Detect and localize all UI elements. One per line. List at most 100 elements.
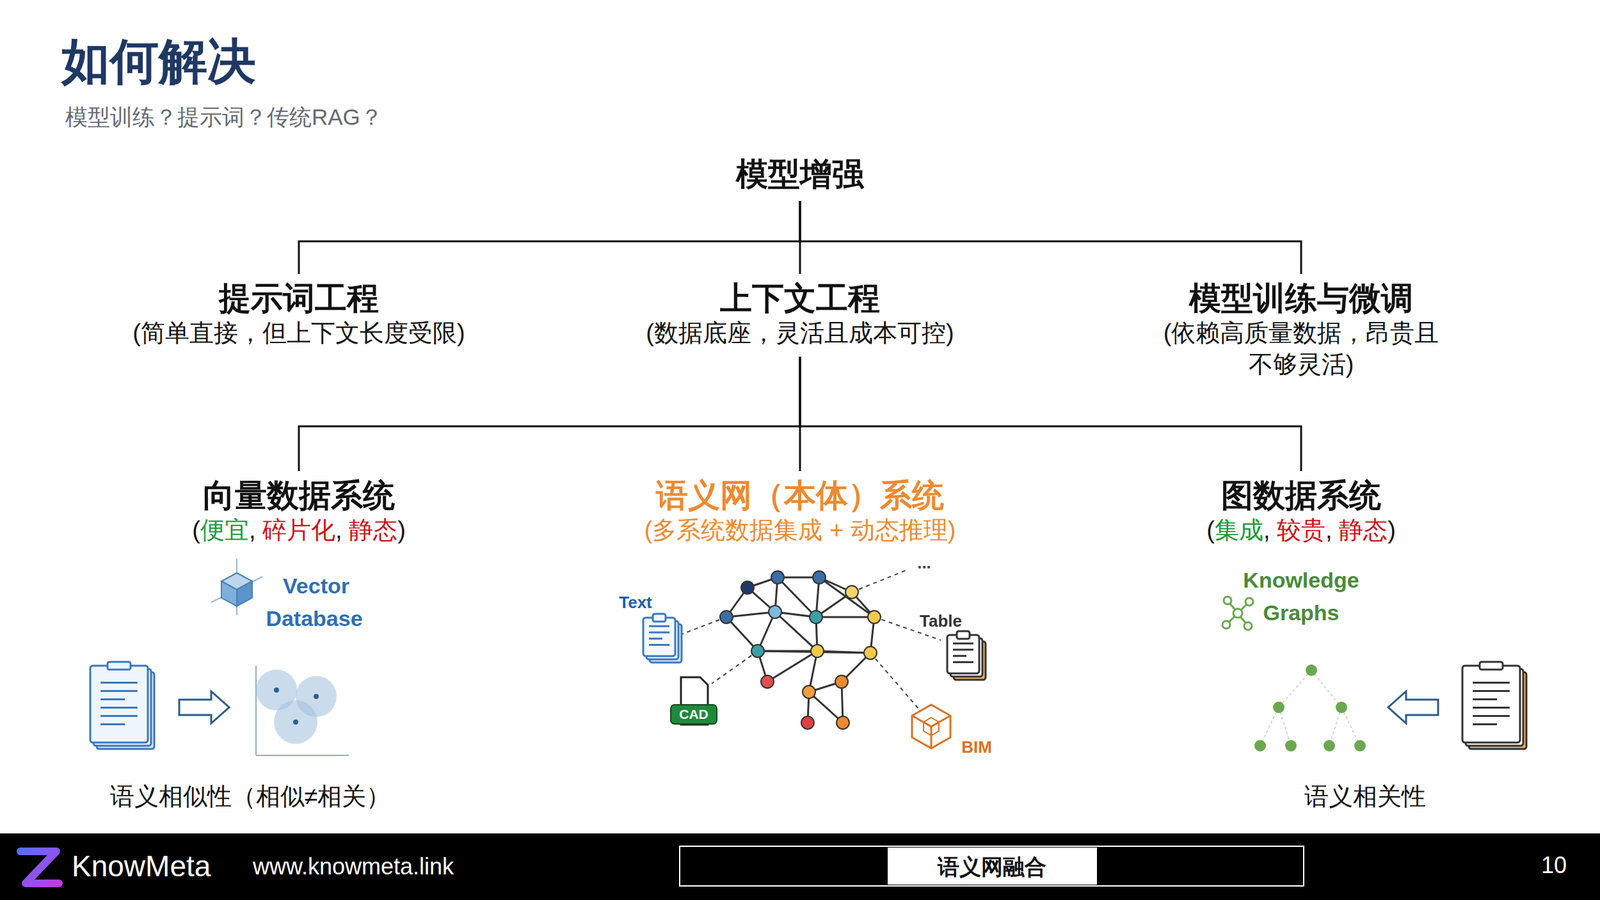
- document-line: [1472, 698, 1497, 701]
- brand-name: KnowMeta: [71, 848, 211, 884]
- caption-text: 语义相关性: [1304, 782, 1426, 812]
- node-note: (多系统数据集成 + 动态推理): [644, 514, 957, 546]
- node-note: (依赖高质量数据，昂贵且 不够灵活): [1150, 317, 1452, 381]
- document-icon: [1462, 661, 1527, 749]
- network-node: [768, 605, 782, 619]
- network-node: [802, 685, 816, 699]
- vector-cube-icon: [211, 558, 263, 616]
- outline-arrow: [1388, 691, 1439, 724]
- text-segment: ,: [1263, 516, 1277, 544]
- node-note: (简单直接，但上下文长度受限): [132, 317, 465, 349]
- tree-node: [1305, 664, 1318, 676]
- source-label: CAD: [679, 705, 709, 722]
- icon-node: [1244, 622, 1252, 630]
- tree-node: 提示词工程(简单直接，但上下文长度受限): [132, 279, 465, 349]
- footer-bar: [0, 833, 1600, 900]
- node-heading: 上下文工程: [645, 279, 954, 318]
- subtitle: 模型训练？提示词？传统RAG？: [65, 103, 383, 131]
- document-icon: [947, 631, 986, 680]
- source-label: BIM: [961, 737, 992, 758]
- cube-edge: [930, 726, 933, 749]
- text-segment: (: [1206, 516, 1215, 544]
- source-label: Text: [618, 592, 653, 613]
- network-node: [845, 585, 859, 599]
- cube-right: [236, 581, 253, 607]
- tree-node: [1335, 701, 1348, 713]
- tree-node: [1272, 701, 1285, 713]
- document-clip: [956, 631, 970, 639]
- ellipsis: ...: [917, 552, 932, 573]
- document-line: [952, 661, 974, 664]
- document-front: [1462, 665, 1520, 743]
- tree-node: 模型增强: [736, 154, 864, 194]
- chart-axis: [256, 754, 349, 756]
- website: www.knowmeta.link: [252, 852, 454, 880]
- text-segment: 便宜: [200, 516, 249, 544]
- document-line: [648, 643, 670, 646]
- leader-dotted: [679, 616, 727, 635]
- bim-cube-icon: [912, 704, 951, 749]
- document-line: [648, 637, 663, 640]
- network-node: [836, 716, 850, 729]
- document-line: [648, 631, 670, 633]
- cluster: [273, 700, 318, 744]
- tree-connector: [298, 356, 800, 472]
- node-heading: 提示词工程: [132, 279, 465, 318]
- tree-node: 图数据系统(集成, 较贵, 静态): [1206, 476, 1396, 546]
- document-line: [100, 681, 138, 684]
- network-link: [777, 577, 816, 617]
- tree-node: 语义网（本体）系统(多系统数据集成 + 动态推理): [644, 476, 957, 546]
- icon-node: [1233, 608, 1243, 618]
- cube-outline: [912, 704, 951, 749]
- tree-link: [1329, 707, 1342, 746]
- footer-frame: [679, 846, 1304, 886]
- network-link: [726, 611, 776, 617]
- node-heading: 模型训练与微调: [1150, 279, 1452, 318]
- network-node: [864, 646, 877, 660]
- outline-arrow: [179, 691, 230, 724]
- document-line: [100, 714, 138, 717]
- node-note: (便宜, 碎片化, 静态): [192, 514, 406, 546]
- document-front: [90, 665, 148, 743]
- document-line: [1472, 723, 1497, 726]
- cluster-dot: [313, 693, 319, 699]
- document-clip: [1479, 661, 1503, 670]
- network-node: [809, 610, 823, 624]
- network-node: [812, 570, 826, 584]
- vector-scatter: [256, 665, 349, 756]
- document-line: [1472, 681, 1510, 684]
- tree-link: [1341, 707, 1360, 746]
- text-segment: ,: [1325, 516, 1339, 544]
- tree-link: [1278, 670, 1312, 708]
- node-note: (数据底座，灵活且成本可控): [645, 317, 954, 349]
- tree-connector: [800, 200, 1302, 274]
- tree-node: 上下文工程(数据底座，灵活且成本可控): [645, 279, 954, 349]
- cluster-dot: [293, 719, 299, 725]
- text-segment: 静态: [348, 516, 398, 544]
- text-segment: 碎片化: [262, 516, 336, 544]
- network-node: [751, 644, 765, 658]
- icon-label: Database: [265, 605, 363, 632]
- caption-text: 语义相似性（相似≠相关）: [110, 782, 392, 812]
- text-segment: (: [192, 516, 201, 544]
- document-clip: [652, 613, 666, 622]
- network-link: [819, 577, 875, 617]
- chart-axis: [255, 665, 257, 756]
- logo-mark: [20, 851, 59, 884]
- text-segment: ): [397, 516, 406, 544]
- network-node: [867, 610, 881, 624]
- document-line: [1472, 706, 1510, 709]
- leader-dotted: [851, 569, 908, 592]
- icon-label: Graphs: [1262, 599, 1339, 626]
- tree-link: [1278, 707, 1291, 746]
- source-label: Table: [919, 611, 962, 632]
- text-segment: ,: [335, 516, 349, 544]
- document-line: [100, 723, 125, 726]
- network-node: [741, 581, 754, 594]
- icon-label: Vector: [282, 572, 350, 600]
- slide-title: 如何解决: [61, 32, 256, 91]
- tree-node: [1254, 739, 1266, 752]
- knowledge-graph-icon: [1222, 596, 1254, 630]
- text-segment: 静态: [1338, 516, 1388, 544]
- tree-link: [1311, 670, 1342, 708]
